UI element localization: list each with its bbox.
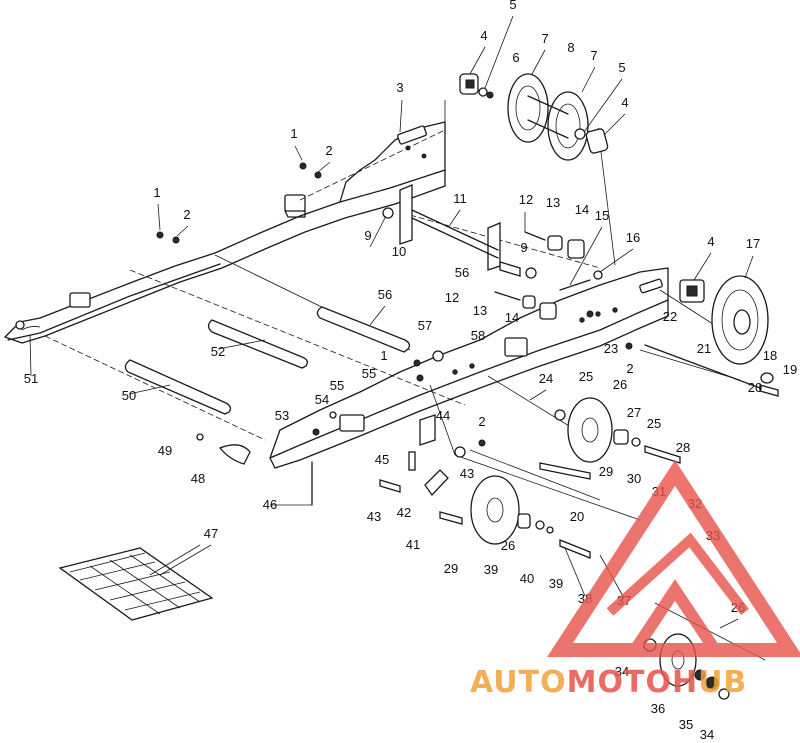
callout-label: 4 — [707, 234, 714, 249]
watermark-text-part: AUTO — [470, 665, 567, 700]
callout-label: 29 — [599, 464, 613, 479]
callout-label: 56 — [455, 265, 469, 280]
callout-label: 12 — [445, 290, 459, 305]
callout-label: 48 — [191, 471, 205, 486]
callout-label: 40 — [520, 571, 534, 586]
callout-label: 30 — [627, 471, 641, 486]
callout-label: 7 — [541, 31, 548, 46]
callout-label: 15 — [595, 208, 609, 223]
callout-label: 17 — [746, 236, 760, 251]
callout-label: 51 — [24, 371, 38, 386]
callout-label: 2 — [478, 414, 485, 429]
right-rail — [269, 267, 669, 469]
callout-label: 9 — [520, 240, 527, 255]
callout-label: 16 — [626, 230, 640, 245]
callout-label: 20 — [570, 509, 584, 524]
middle-idler-wheel-26 — [539, 397, 681, 480]
callout-label: 6 — [512, 50, 519, 65]
cross-tube-52 — [207, 319, 308, 369]
guide-lines — [44, 100, 741, 521]
callout-label: 1 — [153, 185, 160, 200]
callout-label: 29 — [444, 561, 458, 576]
callout-label: 39 — [549, 576, 563, 591]
callout-label: 43 — [460, 466, 474, 481]
callout-label: 25 — [579, 369, 593, 384]
callout-label: 41 — [406, 537, 420, 552]
callout-label: 7 — [590, 48, 597, 63]
callout-label: 46 — [263, 497, 277, 512]
callout-label: 2 — [325, 143, 332, 158]
leader-lines — [29, 15, 754, 629]
callout-label: 47 — [204, 526, 218, 541]
callout-label: 53 — [275, 408, 289, 423]
callout-label: 25 — [647, 416, 661, 431]
watermark-text-part: UB — [698, 665, 747, 700]
callout-label: 39 — [484, 562, 498, 577]
callout-label: 45 — [375, 452, 389, 467]
callout-label: 55 — [362, 366, 376, 381]
callout-label: 55 — [330, 378, 344, 393]
callout-label: 50 — [122, 388, 136, 403]
callout-label: 2 — [626, 361, 633, 376]
callout-label: 54 — [315, 392, 329, 407]
callout-label: 10 — [392, 244, 406, 259]
callout-label: 35 — [679, 717, 693, 732]
watermark-text-part: MOTOH — [567, 665, 698, 700]
callout-label: 4 — [480, 28, 487, 43]
callout-label: 14 — [575, 202, 589, 217]
callout-label: 52 — [211, 344, 225, 359]
callout-label: 24 — [539, 371, 553, 386]
callout-label: 14 — [505, 310, 519, 325]
callout-label: 43 — [367, 509, 381, 524]
callout-label: 13 — [473, 303, 487, 318]
callout-label: 42 — [397, 505, 411, 520]
cross-tube-56 — [316, 306, 411, 353]
callout-label: 34 — [700, 727, 714, 742]
cross-tube-50 — [124, 359, 232, 415]
callout-label: 49 — [158, 443, 172, 458]
callout-label: 1 — [290, 126, 297, 141]
callout-label: 13 — [546, 195, 560, 210]
callout-label: 36 — [651, 701, 665, 716]
idler-wheel-17 — [644, 275, 779, 397]
callout-label: 2 — [183, 207, 190, 222]
callout-label: 21 — [697, 341, 711, 356]
callout-label: 26 — [501, 538, 515, 553]
callout-label: 4 — [621, 95, 628, 110]
callout-label: 5 — [509, 0, 516, 12]
left-rail — [4, 121, 446, 344]
callout-label: 3 — [396, 80, 403, 95]
callout-label: 34 — [615, 664, 629, 679]
callout-label: 1 — [380, 348, 387, 363]
top-wheel-assembly — [459, 73, 609, 161]
callout-label: 26 — [613, 377, 627, 392]
callout-label: 23 — [604, 341, 618, 356]
callout-label: 11 — [453, 191, 467, 206]
bolt-group — [494, 231, 603, 320]
callout-label: 19 — [783, 362, 797, 377]
callout-label: 20 — [748, 380, 762, 395]
slide-pad-47 — [58, 544, 214, 621]
callout-label: 5 — [618, 60, 625, 75]
callout-label: 9 — [364, 228, 371, 243]
front-shaft-assembly — [382, 184, 537, 279]
callout-label: 18 — [763, 348, 777, 363]
callout-label: 8 — [567, 40, 574, 55]
callout-label: 12 — [519, 192, 533, 207]
callout-label: 58 — [471, 328, 485, 343]
callout-label: 44 — [436, 408, 450, 423]
small-hardware — [156, 162, 633, 525]
callout-label: 57 — [418, 318, 432, 333]
svg-text:AUTOMOTOHUB: AUTOMOTOHUB — [470, 665, 747, 700]
watermark-text: AUTOMOTOHUB — [470, 665, 747, 700]
rear-rail-mount — [15, 194, 306, 330]
callout-label: 22 — [663, 309, 677, 324]
lower-idler-wheel-26 — [470, 475, 591, 559]
triangle-logo-icon — [547, 460, 800, 657]
callout-label: 56 — [378, 287, 392, 302]
callout-label: 27 — [627, 405, 641, 420]
callout-label: 28 — [676, 440, 690, 455]
